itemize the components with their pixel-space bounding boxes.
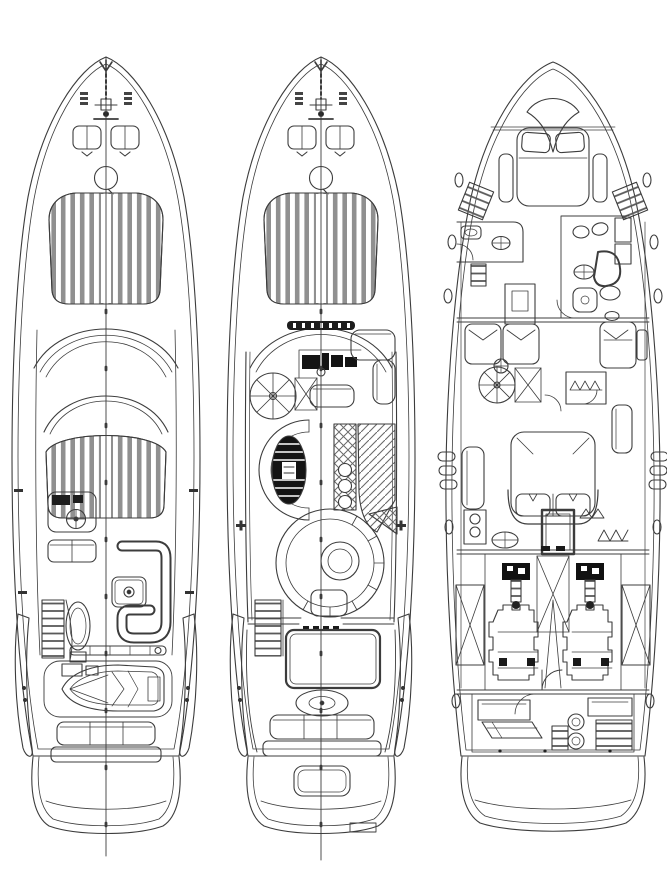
sink-icon	[573, 226, 589, 238]
engine-port	[488, 562, 539, 681]
fuel-tank-starboard	[622, 585, 650, 665]
sink-icon	[591, 221, 609, 237]
twin-cabin	[465, 324, 539, 373]
flybridge-table	[112, 577, 146, 607]
port-head	[457, 222, 535, 324]
galley	[334, 424, 397, 534]
hull-outline	[446, 62, 660, 756]
engine-room-door	[542, 670, 562, 690]
louver	[580, 509, 604, 518]
engine-room-walls	[485, 554, 621, 690]
flybridge-coaming	[36, 330, 176, 655]
saloon-aft-bulkhead	[248, 618, 394, 630]
vanity	[464, 510, 486, 544]
dinette-bench	[311, 590, 347, 616]
portlights	[438, 173, 667, 708]
sink-icon	[339, 464, 352, 477]
basin	[573, 288, 597, 312]
bunk-cabin	[566, 322, 647, 453]
stairs-to-main-deck	[42, 600, 72, 660]
starboard-head	[557, 216, 631, 321]
deck-beam	[491, 127, 615, 130]
louver	[598, 530, 628, 541]
anchor-locker	[527, 99, 579, 153]
hanger-icon	[570, 381, 602, 390]
door-swing	[557, 300, 575, 318]
aft-bulkhead	[457, 690, 649, 694]
saloon-table	[272, 436, 306, 504]
bulkhead	[457, 318, 649, 322]
master-cabin	[462, 432, 628, 554]
steps-down	[255, 600, 281, 656]
sink-icon	[339, 480, 352, 493]
bulkhead-fittings	[541, 546, 565, 551]
longitudinal-stringers	[461, 222, 645, 688]
tender-dinghy	[62, 665, 164, 711]
cockpit-bench	[270, 715, 374, 739]
helm-seat	[310, 385, 354, 407]
stowage-rack	[596, 720, 632, 750]
center-brace	[537, 556, 569, 688]
dinette-table	[321, 542, 359, 580]
shower-icon	[594, 251, 620, 286]
hanging-locker	[612, 182, 647, 220]
pump	[568, 733, 584, 749]
crew-steps	[552, 726, 568, 750]
table-base	[296, 690, 348, 716]
door-swing	[545, 390, 597, 411]
sideboard	[612, 405, 632, 453]
deckhouse-walls	[245, 352, 396, 622]
spiral-staircase	[250, 373, 317, 419]
lazarette	[472, 694, 634, 753]
side-cleats	[14, 489, 198, 594]
burner-icon	[339, 496, 352, 509]
tender-bay	[44, 661, 172, 717]
wardrobe	[566, 372, 606, 404]
vip-bed	[517, 128, 589, 206]
hanging-locker	[458, 182, 493, 220]
engine-room-bulkhead	[457, 550, 649, 554]
twin-bed	[503, 324, 539, 364]
helm-pod-seat	[66, 602, 90, 662]
vip-cabin	[458, 128, 647, 220]
fuel-tank-port	[456, 585, 484, 665]
crew-berth	[482, 722, 542, 738]
tender-davit	[70, 646, 166, 655]
copilot-seat	[351, 330, 395, 404]
flybridge-helm-station	[48, 492, 96, 532]
counter-return	[369, 507, 397, 534]
door-swing	[515, 694, 535, 714]
lower-deck-plan	[438, 62, 667, 831]
bunk-bed	[600, 322, 636, 368]
helm-bench-seat	[48, 540, 96, 562]
pump	[568, 714, 584, 730]
flybridge-deck-plan	[11, 56, 201, 856]
master-sofa	[462, 447, 484, 509]
swim-platform	[461, 757, 645, 831]
toilet-icon	[600, 286, 620, 300]
round-dinette	[276, 509, 384, 617]
cockpit	[246, 630, 395, 756]
engine-starboard	[562, 562, 613, 681]
flybridge-settee	[122, 546, 166, 638]
cockpit-table	[286, 630, 380, 688]
side-gate-cleats	[236, 520, 406, 531]
twin-bed	[465, 324, 501, 364]
main-deck-plan	[226, 56, 416, 860]
